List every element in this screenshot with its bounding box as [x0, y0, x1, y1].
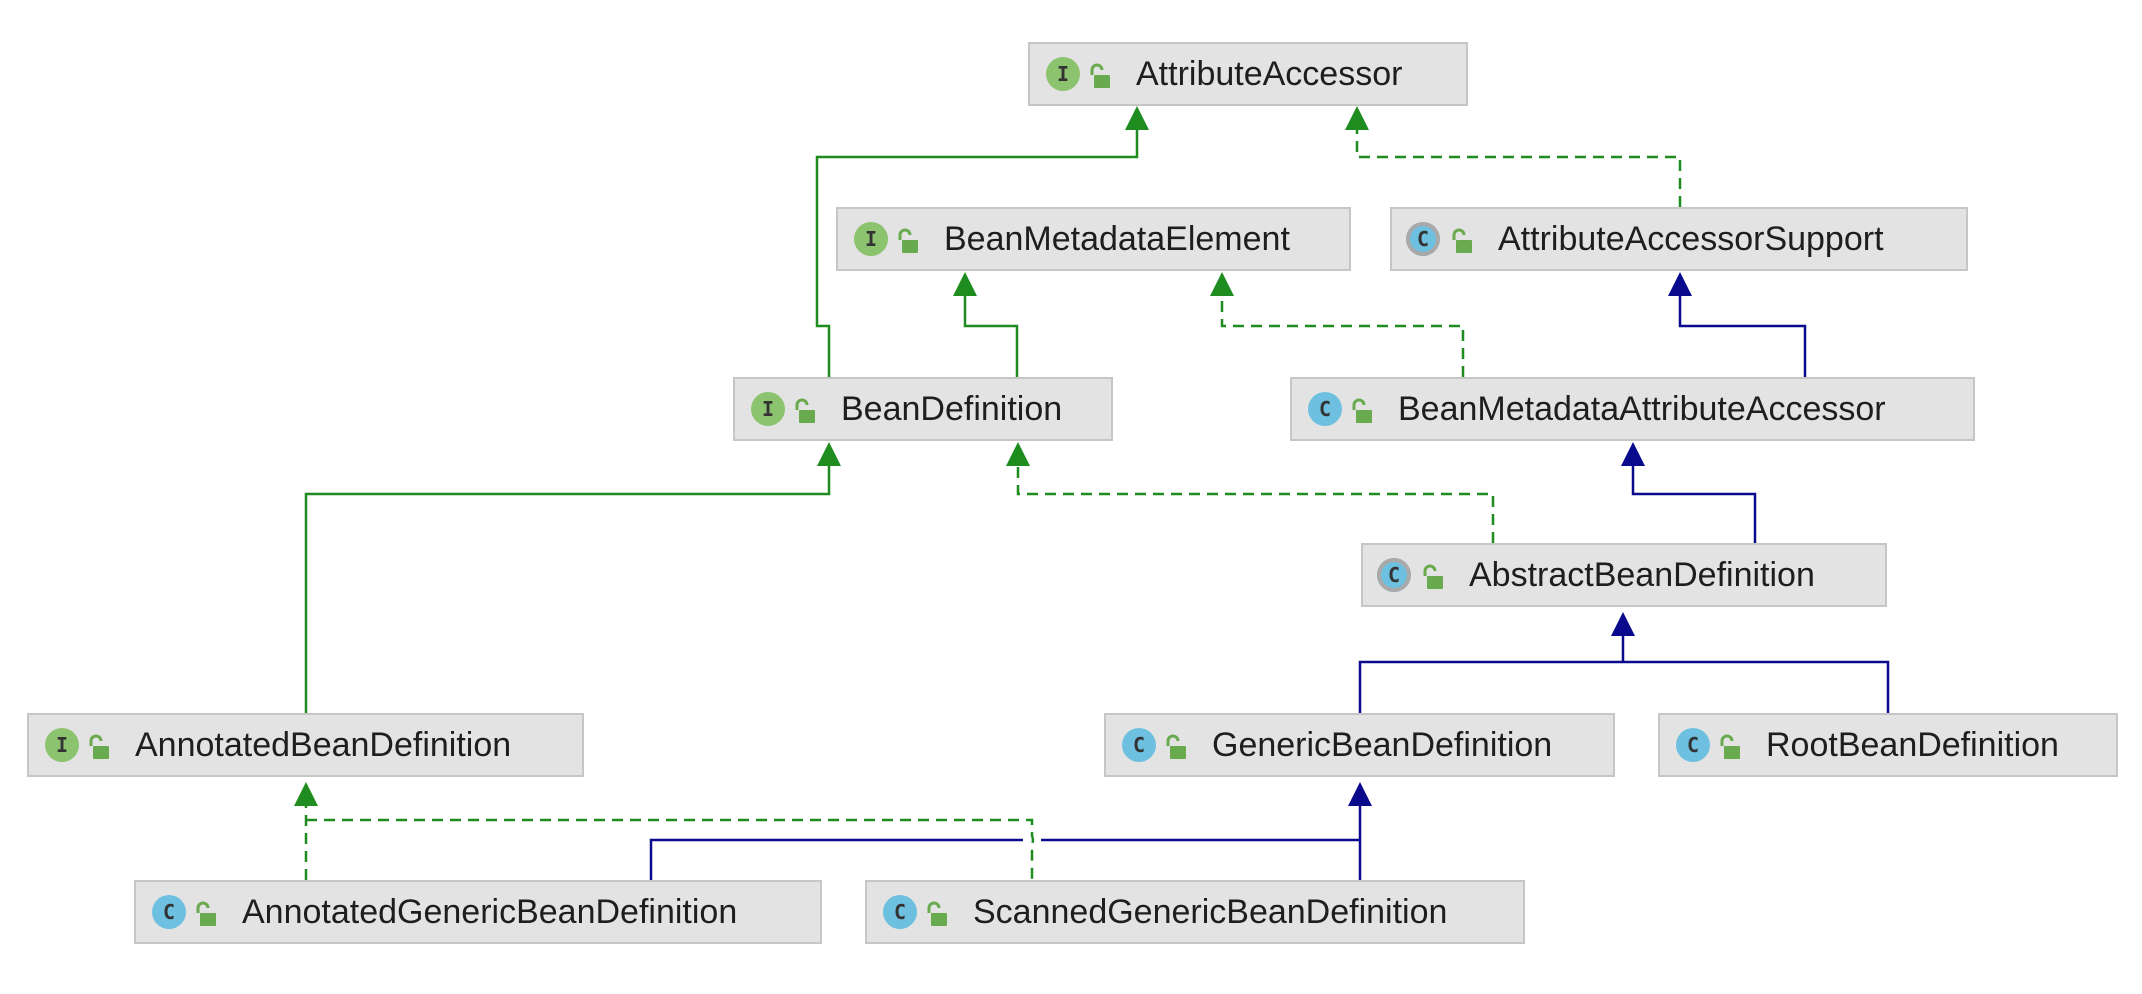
- edge-extends-class: [1631, 466, 1757, 543]
- class-icon: C: [152, 895, 186, 929]
- edge-implements: [1016, 466, 1495, 543]
- node-label: BeanDefinition: [841, 390, 1063, 428]
- node-label: AbstractBeanDefinition: [1469, 556, 1815, 594]
- node-label: BeanMetadataElement: [944, 220, 1290, 258]
- edge-extends-class: [649, 806, 1362, 880]
- arrowhead: [817, 442, 841, 466]
- node-bean-metadata-element[interactable]: I BeanMetadataElement: [836, 207, 1351, 271]
- unlocked-public-icon: [795, 398, 815, 423]
- node-label: ScannedGenericBeanDefinition: [973, 893, 1448, 931]
- edge-extends-interface: [815, 130, 1139, 377]
- interface-icon: I: [854, 222, 888, 256]
- arrowhead: [1006, 442, 1030, 466]
- node-label: AttributeAccessor: [1136, 55, 1403, 93]
- edge-implements: [304, 806, 1035, 880]
- edge-extends-class: [1678, 296, 1807, 377]
- arrowhead: [1125, 106, 1149, 130]
- node-label: AttributeAccessorSupport: [1498, 220, 1884, 258]
- edge-extends-interface: [963, 296, 1019, 377]
- arrowhead: [1621, 442, 1645, 466]
- unlocked-public-icon: [196, 901, 216, 926]
- node-attribute-accessor-support[interactable]: C AttributeAccessorSupport: [1390, 207, 1968, 271]
- class-icon: C: [1308, 392, 1342, 426]
- node-label: RootBeanDefinition: [1766, 726, 2059, 764]
- node-annotated-bean-definition[interactable]: I AnnotatedBeanDefinition: [27, 713, 584, 777]
- unlocked-public-icon: [1423, 564, 1443, 589]
- abstract-class-icon: C: [1377, 558, 1411, 592]
- node-bean-metadata-attribute-accessor[interactable]: C BeanMetadataAttributeAccessor: [1290, 377, 1975, 441]
- interface-icon: I: [751, 392, 785, 426]
- class-icon: C: [883, 895, 917, 929]
- unlocked-public-icon: [89, 734, 109, 759]
- edge-extends-interface: [304, 466, 831, 713]
- unlocked-public-icon: [1166, 734, 1186, 759]
- interface-icon: I: [1046, 57, 1080, 91]
- edge-implements: [1220, 296, 1465, 377]
- arrowhead: [1345, 106, 1369, 130]
- arrowhead: [294, 782, 318, 806]
- unlocked-public-icon: [927, 901, 947, 926]
- unlocked-public-icon: [1720, 734, 1740, 759]
- node-scanned-generic-bean-definition[interactable]: C ScannedGenericBeanDefinition: [865, 880, 1525, 944]
- node-generic-bean-definition[interactable]: C GenericBeanDefinition: [1104, 713, 1615, 777]
- class-icon: C: [1122, 728, 1156, 762]
- arrowhead: [1611, 612, 1635, 636]
- node-label: AnnotatedBeanDefinition: [135, 726, 512, 764]
- arrowhead: [1348, 782, 1372, 806]
- unlocked-public-icon: [1452, 228, 1472, 253]
- arrowhead: [1668, 272, 1692, 296]
- class-icon: C: [1676, 728, 1710, 762]
- edge-implements: [1355, 130, 1682, 207]
- node-abstract-bean-definition[interactable]: C AbstractBeanDefinition: [1361, 543, 1887, 607]
- edge-extends-class: [1358, 636, 1890, 713]
- node-label: AnnotatedGenericBeanDefinition: [242, 893, 738, 931]
- arrowhead: [1210, 272, 1234, 296]
- arrowhead: [953, 272, 977, 296]
- interface-icon: I: [45, 728, 79, 762]
- abstract-class-icon: C: [1406, 222, 1440, 256]
- node-label: BeanMetadataAttributeAccessor: [1398, 390, 1886, 428]
- node-bean-definition[interactable]: I BeanDefinition: [733, 377, 1113, 441]
- node-label: GenericBeanDefinition: [1212, 726, 1553, 764]
- node-annotated-generic-bean-definition[interactable]: C AnnotatedGenericBeanDefinition: [134, 880, 822, 944]
- unlocked-public-icon: [898, 228, 918, 253]
- unlocked-public-icon: [1090, 63, 1110, 88]
- node-attribute-accessor[interactable]: I AttributeAccessor: [1028, 42, 1468, 106]
- node-root-bean-definition[interactable]: C RootBeanDefinition: [1658, 713, 2118, 777]
- unlocked-public-icon: [1352, 398, 1372, 423]
